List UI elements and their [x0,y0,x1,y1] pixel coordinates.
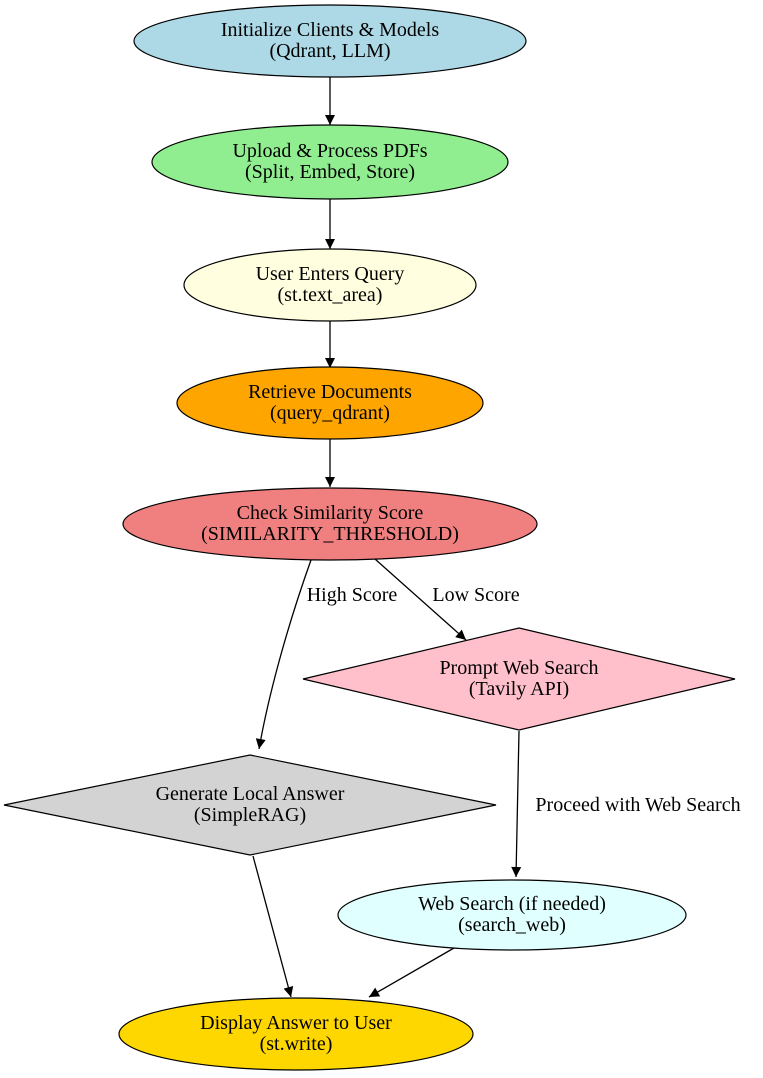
web-search-label-line2: (search_web) [458,914,566,936]
edge-local-to-display [252,855,294,998]
generate-local-answer-label-line2: (SimpleRAG) [194,804,306,826]
check-similarity-score-label-line1: Check Similarity Score [237,502,424,524]
edge-label-high-score: High Score [307,584,398,606]
edge-check-to-local: High Score [255,559,398,750]
edges-layer: High Score Low Score Proceed with Web Se… [252,77,741,998]
prompt-web-search-label-line2: (Tavily API) [469,678,569,700]
user-enters-query-label-line1: User Enters Query [256,263,405,285]
check-similarity-score-label-line2: (SIMILARITY_THRESHOLD) [201,523,459,545]
node-user-enters-query: User Enters Query (st.text_area) [183,248,477,322]
node-check-similarity-score: Check Similarity Score (SIMILARITY_THRES… [122,487,538,561]
prompt-web-search-label-line1: Prompt Web Search [439,657,598,679]
edge-prompt-to-websearch: Proceed with Web Search [511,730,741,878]
user-enters-query-label-line2: (st.text_area) [278,284,383,306]
upload-process-pdfs-shape [151,124,509,200]
node-initialize-clients-models: Initialize Clients & Models (Qdrant, LLM… [133,4,527,78]
web-search-label-line1: Web Search (if needed) [418,893,606,915]
node-prompt-web-search: Prompt Web Search (Tavily API) [302,627,736,731]
node-retrieve-documents: Retrieve Documents (query_qdrant) [176,366,484,440]
generate-local-answer-shape [3,754,497,856]
edge-label-low-score: Low Score [432,584,519,606]
initialize-clients-models-shape [133,4,527,78]
generate-local-answer-label-line1: Generate Local Answer [156,783,345,805]
display-answer-label-line1: Display Answer to User [200,1012,392,1034]
display-answer-shape [118,997,474,1071]
retrieve-documents-label-line1: Retrieve Documents [248,381,412,403]
check-similarity-score-shape [122,487,538,561]
node-upload-process-pdfs: Upload & Process PDFs (Split, Embed, Sto… [151,124,509,200]
display-answer-label-line2: (st.write) [260,1033,333,1055]
node-web-search: Web Search (if needed) (search_web) [337,879,687,951]
upload-process-pdfs-label-line1: Upload & Process PDFs [232,140,427,162]
initialize-clients-models-label-line2: (Qdrant, LLM) [269,40,390,62]
prompt-web-search-shape [302,627,736,731]
node-display-answer: Display Answer to User (st.write) [118,997,474,1071]
edge-check-to-prompt: Low Score [374,558,520,641]
upload-process-pdfs-label-line2: (Split, Embed, Store) [245,161,415,183]
web-search-shape [337,879,687,951]
retrieve-documents-label-line2: (query_qdrant) [270,402,390,424]
edge-label-proceed-web-search: Proceed with Web Search [535,794,740,816]
user-enters-query-shape [183,248,477,322]
edge-websearch-to-display [368,947,455,998]
node-generate-local-answer: Generate Local Answer (SimpleRAG) [3,754,497,856]
retrieve-documents-shape [176,366,484,440]
initialize-clients-models-label-line1: Initialize Clients & Models [221,19,440,41]
